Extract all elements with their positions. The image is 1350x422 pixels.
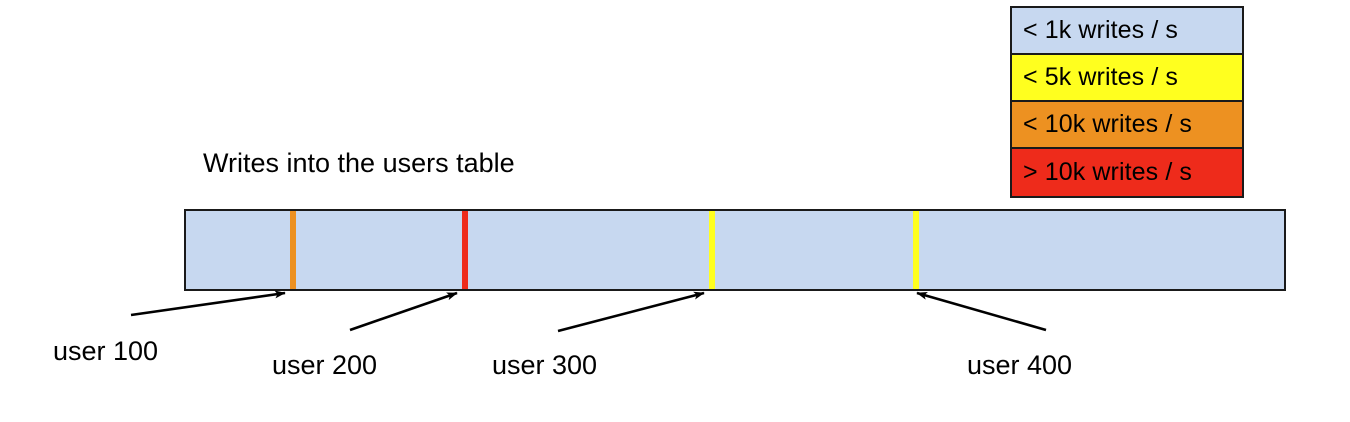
arrow-user-200	[349, 291, 458, 332]
legend: < 1k writes / s < 5k writes / s < 10k wr…	[1010, 6, 1244, 198]
marker-user-300	[709, 211, 715, 289]
legend-row-lt-1k: < 1k writes / s	[1012, 8, 1242, 55]
legend-label-lt-10k: < 10k writes / s	[1023, 110, 1193, 138]
legend-label-lt-5k: < 5k writes / s	[1023, 63, 1179, 91]
legend-row-lt-10k: < 10k writes / s	[1012, 102, 1242, 149]
callout-label-user-100: user 100	[53, 336, 159, 366]
marker-user-200	[462, 211, 468, 289]
chart-title: Writes into the users table	[203, 148, 515, 178]
arrow-user-400	[916, 291, 1047, 332]
arrow-user-300	[557, 291, 705, 333]
marker-user-100	[290, 211, 296, 289]
legend-row-gt-10k: > 10k writes / s	[1012, 149, 1242, 196]
marker-user-400	[913, 211, 919, 289]
callout-label-user-200: user 200	[272, 350, 378, 380]
legend-row-lt-5k: < 5k writes / s	[1012, 55, 1242, 102]
arrow-user-100	[130, 290, 286, 317]
legend-label-lt-1k: < 1k writes / s	[1023, 16, 1179, 44]
callout-label-user-300: user 300	[492, 350, 598, 380]
users-table-bar	[184, 209, 1286, 291]
legend-label-gt-10k: > 10k writes / s	[1023, 158, 1193, 186]
callout-label-user-400: user 400	[967, 350, 1073, 380]
